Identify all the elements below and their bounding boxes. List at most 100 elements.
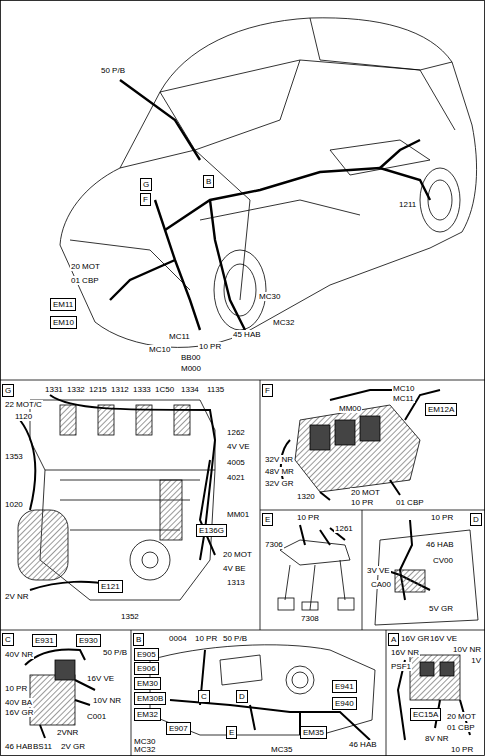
connector-box: B (203, 175, 214, 188)
connector-box: E941 (332, 680, 357, 693)
callout-label: 16V NR (390, 648, 420, 657)
callout-label: 46 HAB (348, 740, 378, 749)
callout-label: 22 MOT/C (4, 400, 43, 409)
callout-label: CA00 (370, 580, 392, 589)
connector-box: A (388, 633, 399, 646)
connector-box: E931 (32, 634, 57, 647)
callout-label: 40V NR (4, 650, 34, 659)
callout-label: MC10 (392, 384, 415, 393)
box-label: EM30B (137, 694, 163, 703)
callout-label: 45 HAB (232, 330, 262, 339)
connector-box: E907 (166, 722, 191, 735)
connector-box: E940 (332, 697, 357, 710)
callout-label: 10 PR (194, 634, 218, 643)
callout-label: 1320 (296, 492, 316, 501)
callout-label: BS11 (32, 742, 53, 751)
box-label: EM11 (53, 300, 73, 309)
callout-label: MC32 (272, 318, 295, 327)
box-label: E941 (335, 682, 354, 691)
box-label: A (391, 635, 396, 644)
callout-label: MC11 (392, 394, 415, 403)
connector-box: EC15A (410, 708, 441, 721)
callout-label: 01 CBP (70, 276, 100, 285)
connector-box: EM35 (300, 726, 327, 739)
box-label: C (5, 635, 11, 644)
callout-label: 7308 (300, 614, 320, 623)
callout-label: 46 HAB (4, 742, 34, 751)
box-label: EC15A (413, 710, 438, 719)
callout-label: CV00 (432, 556, 454, 565)
connector-box: D (236, 690, 248, 703)
callout-label: 16V GR (4, 708, 34, 717)
callout-label: 7306 (264, 540, 284, 549)
callout-label: 1215 (88, 385, 108, 394)
box-label: B (136, 635, 141, 644)
connector-box: E906 (134, 662, 159, 675)
callout-label: 16V VE (429, 634, 458, 643)
box-label: E907 (169, 724, 188, 733)
callout-label: 4005 (226, 458, 246, 467)
connector-box: EM30B (134, 692, 166, 705)
callout-label: 01 CBP (446, 723, 476, 732)
callout-label: 20 MOT (350, 488, 381, 497)
callout-label: 1120 (14, 412, 33, 421)
callout-label: 20 MOT (222, 550, 253, 559)
callout-label: 10 PR (4, 684, 28, 693)
box-label: E906 (137, 664, 156, 673)
callout-label: MM00 (338, 404, 362, 413)
callout-label: 1332 (66, 385, 86, 394)
callout-label: MC35 (270, 745, 293, 754)
callout-label: 8V NR (424, 734, 450, 743)
callout-label: 1352 (120, 612, 140, 621)
connector-box: B (133, 633, 144, 646)
box-label: C (201, 692, 207, 701)
box-label: EM35 (303, 728, 324, 737)
callout-label: 10V NR (92, 696, 122, 705)
callout-label: 1C50 (154, 385, 175, 394)
connector-box: E (226, 726, 237, 739)
callout-label: 4021 (226, 473, 246, 482)
callout-label: 1V (470, 656, 482, 665)
callout-label: 1135 (206, 385, 225, 394)
callout-label: 1313 (226, 578, 246, 587)
callout-label: 01 CBP (395, 498, 425, 507)
connector-box: D (470, 513, 482, 526)
box-label: B (206, 177, 211, 186)
callout-label: 1020 (4, 500, 24, 509)
callout-label: PSF1 (390, 662, 412, 671)
box-label: E931 (35, 636, 54, 645)
box-label: D (239, 692, 245, 701)
callout-label: 0004 (168, 634, 188, 643)
callout-label: MC10 (148, 345, 171, 354)
connector-box: EM32 (134, 708, 161, 721)
callout-label: 1312 (110, 385, 130, 394)
callout-label: 48V MR (264, 467, 295, 476)
callout-label: 46 HAB (425, 540, 455, 549)
box-label: E930 (79, 636, 98, 645)
connector-box: EM10 (50, 316, 77, 329)
callout-label: 10 PR (350, 498, 374, 507)
callout-label: 10 PR (450, 745, 474, 754)
callout-label: 10 PR (296, 513, 320, 522)
connector-box: EM11 (50, 298, 76, 311)
box-label: G (5, 386, 11, 395)
callout-label: 1333 (132, 385, 152, 394)
callout-label: 20 MOT (446, 712, 477, 721)
box-label: E121 (101, 582, 120, 591)
callout-label: BB00 (180, 353, 202, 362)
callout-label: C001 (86, 712, 107, 721)
connector-box: E136G (196, 524, 227, 537)
callout-label: 10V NR (452, 645, 482, 654)
box-label: G (143, 180, 149, 189)
callout-label: 16V GR (400, 634, 430, 643)
callout-label: 2VNR (56, 728, 79, 737)
callout-label: 20 MOT (70, 262, 101, 271)
callout-label: 16V VE (86, 674, 115, 683)
box-label: E (265, 515, 270, 524)
box-label: F (265, 386, 270, 395)
callout-label: 32V NR (264, 455, 294, 464)
connector-box: E905 (134, 648, 159, 661)
connector-box: EM12A (425, 403, 457, 416)
callout-label: MM01 (226, 510, 250, 519)
box-label: E905 (137, 650, 156, 659)
